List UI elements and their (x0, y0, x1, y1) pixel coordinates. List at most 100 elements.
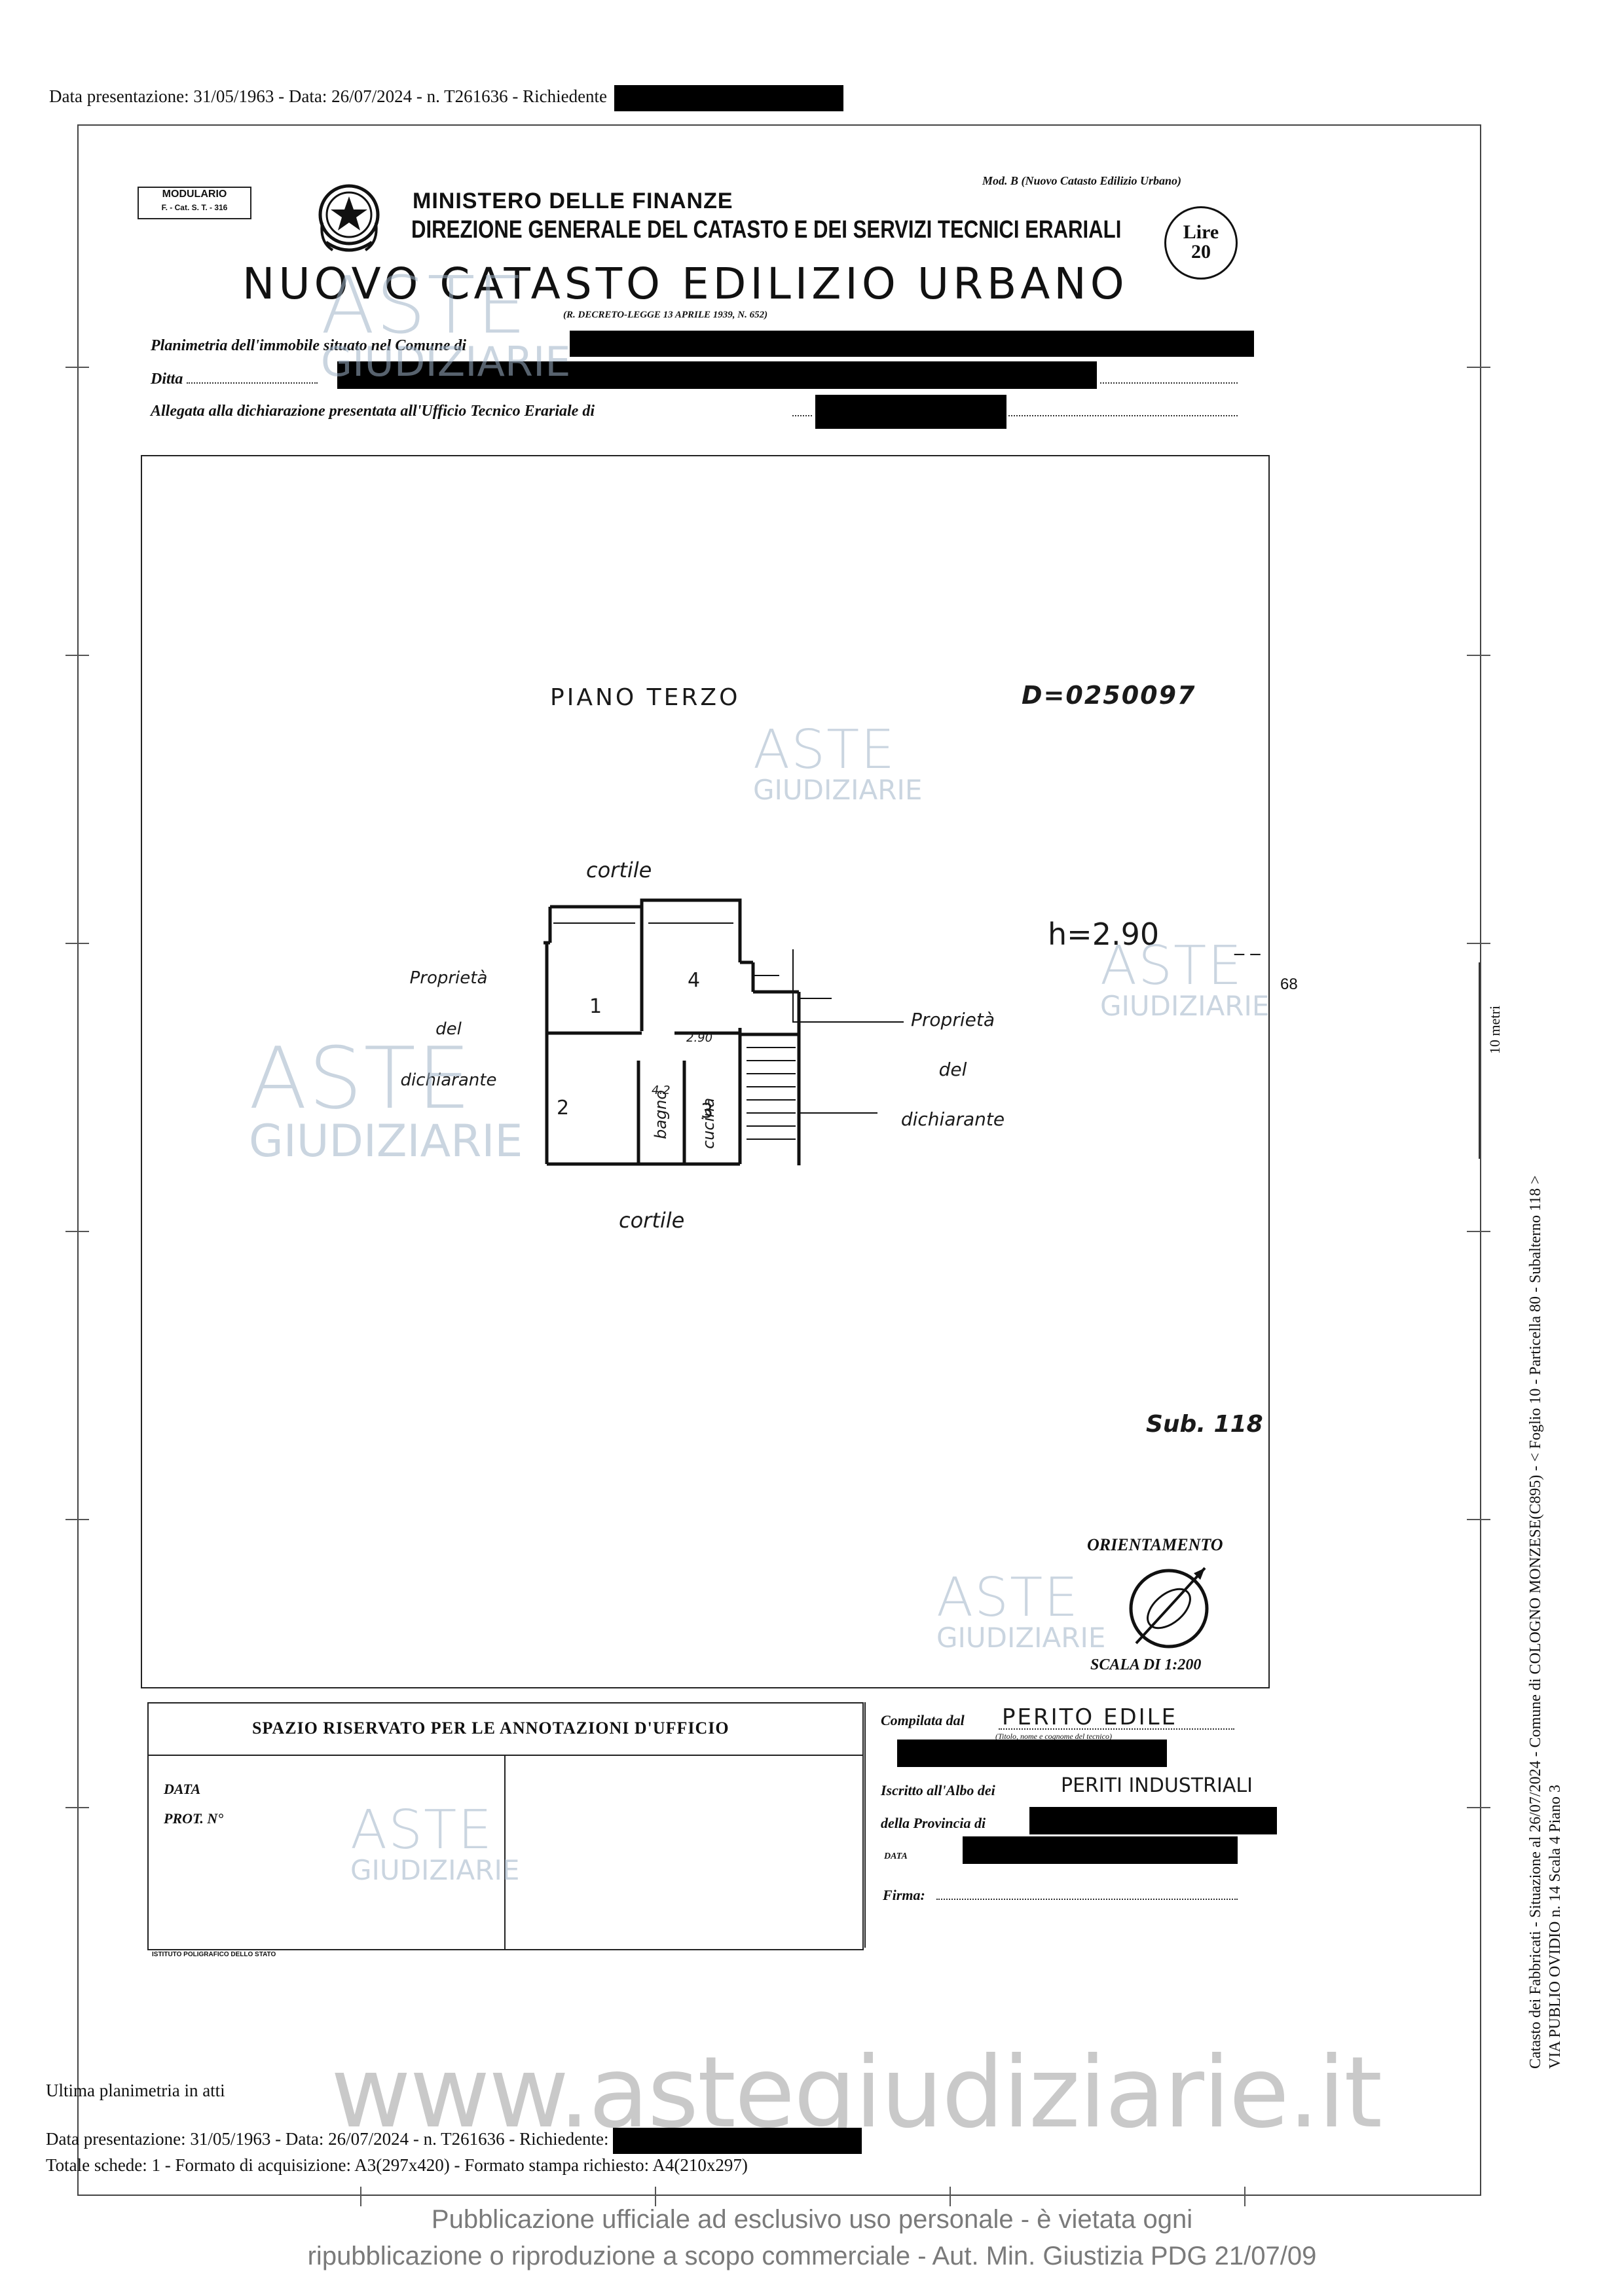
ceiling-height: h=2.90 (1048, 917, 1160, 952)
left-neighbour-line1: Proprietà (409, 968, 488, 988)
watermark-aste: ASTE GIUDIZIARIE (350, 1799, 520, 1887)
frame-tick (360, 2187, 361, 2206)
stamp-text: Lire 20 (1183, 221, 1219, 263)
courtyard-bottom-label: cortile (619, 1208, 685, 1233)
modulario-label: MODULARIO (162, 189, 227, 200)
province-label: della Provincia di (881, 1815, 986, 1831)
dotted-line (792, 415, 812, 416)
mod-b-label: Mod. B (Nuovo Catasto Edilizio Urbano) (982, 174, 1182, 187)
watermark-aste: ASTE GIUDIZIARIE (936, 1567, 1106, 1654)
floor-label: PIANO TERZO (550, 684, 741, 711)
right-neighbour-line3: dichiarante (900, 1108, 1005, 1130)
form-outer-frame (77, 124, 1481, 2196)
frame-tick (1467, 367, 1490, 368)
annotations-data-label: DATA (164, 1781, 201, 1797)
top-info-line: Data presentazione: 31/05/1963 - Data: 2… (49, 85, 843, 111)
annotations-header: SPAZIO RISERVATO PER LE ANNOTAZIONI D'UF… (252, 1719, 729, 1738)
modulario-code: F. - Cat. S. T. - 316 (161, 203, 228, 212)
frame-tick (65, 367, 89, 368)
scale-label: SCALA DI 1:200 (1090, 1656, 1202, 1673)
subalterno-label: Sub. 118 (1146, 1411, 1263, 1438)
watermark-giudiziarie-text: GIUDIZIARIE (936, 1622, 1106, 1654)
plan-code: D=0250097 (1022, 681, 1196, 710)
side-metadata: Catasto dei Fabbricati - Situazione al 2… (1526, 1175, 1565, 2069)
right-neighbour-line2: del (938, 1059, 967, 1080)
boundary-line (792, 1021, 904, 1023)
side-metadata-line1: Catasto dei Fabbricati - Situazione al 2… (1527, 1175, 1544, 2069)
watermark-aste: ASTE GIUDIZIARIE (249, 1029, 523, 1167)
redacted-comune (570, 331, 1254, 357)
kitchen-label: cucina (699, 1097, 718, 1149)
reference-number: 68 (1280, 975, 1298, 993)
dotted-line (1100, 382, 1238, 384)
room-2-label: 2 (557, 1097, 570, 1120)
watermark-giudiziarie-text: GIUDIZIARIE (350, 1854, 520, 1886)
frame-tick (950, 2187, 951, 2206)
frame-tick (65, 1807, 89, 1808)
ministry-title: MINISTERO DELLE FINANZE (413, 189, 733, 213)
compiled-by-label: Compilata dal (881, 1712, 965, 1728)
right-neighbour-line1: Proprietà (911, 1009, 995, 1030)
north-arrow-icon (1123, 1561, 1215, 1653)
frame-tick (1467, 943, 1490, 944)
redacted-ufficio (815, 395, 1006, 429)
watermark-giudiziarie-text: GIUDIZIARIE (753, 774, 923, 806)
watermark-aste-text: ASTE (936, 1567, 1080, 1629)
watermark-aste: ASTE GIUDIZIARIE (1100, 935, 1269, 1023)
courtyard-top-label: cortile (586, 858, 652, 883)
height-dashes: _ _ (1234, 933, 1261, 956)
redacted-technician (897, 1740, 1167, 1767)
floor-plan-drawing (537, 897, 877, 1172)
side-metadata-line2: VIA PUBLIO OVIDIO n. 14 Scala 4 Piano 3 (1547, 1785, 1564, 2069)
field-allegata-label: Allegata alla dichiarazione presentata a… (151, 403, 595, 420)
compiled-by-value: PERITO EDILE (1002, 1704, 1178, 1730)
left-neighbour-label: Proprietà del dichiarante (383, 953, 514, 1106)
watermark-aste: ASTE GIUDIZIARIE (321, 261, 571, 386)
frame-tick (1467, 1231, 1490, 1232)
compiled-by-sub: (Titolo, nome e cognome del tecnico) (995, 1732, 1112, 1741)
divider (504, 1755, 506, 1949)
watermark-aste-text: ASTE (753, 719, 896, 781)
field-comune-label: Planimetria dell'immobile situato nel Co… (151, 337, 467, 354)
stamp-lire-20: Lire 20 (1164, 206, 1238, 280)
watermark-giudiziarie-text: GIUDIZIARIE (249, 1116, 523, 1167)
footer-ultima: Ultima planimetria in atti (46, 2081, 225, 2100)
top-info-text: Data presentazione: 31/05/1963 - Data: 2… (49, 86, 608, 107)
frame-tick (65, 943, 89, 944)
frame-tick (65, 1519, 89, 1520)
watermark-aste-text: ASTE (249, 1029, 472, 1128)
modulario-box: MODULARIO F. - Cat. S. T. - 316 (138, 187, 251, 219)
compiler-date-label: DATA (884, 1851, 908, 1861)
watermark-aste-text: ASTE (350, 1799, 494, 1861)
annotations-prot-label: PROT. N° (164, 1810, 224, 1827)
redacted-province (1029, 1807, 1277, 1834)
decree-ref: (R. DECRETO-LEGGE 13 APRILE 1939, N. 652… (563, 310, 768, 320)
signature-label: Firma: (883, 1887, 925, 1903)
publication-notice-line1: Pubblicazione ufficiale ad esclusivo uso… (431, 2205, 1193, 2234)
signature-line (936, 1899, 1238, 1900)
frame-tick (65, 655, 89, 656)
frame-tick (1467, 655, 1490, 656)
field-ditta-row: Ditta (151, 371, 318, 388)
footer-info-line: Data presentazione: 31/05/1963 - Data: 2… (46, 2128, 862, 2154)
scale-bar (1479, 962, 1480, 1159)
watermark-aste: ASTE GIUDIZIARIE (753, 719, 923, 807)
dotted-line (999, 1728, 1234, 1730)
field-comune-row: Planimetria dell'immobile situato nel Co… (151, 337, 466, 355)
watermark-aste-text: ASTE (1100, 935, 1244, 997)
room-3-label: 3 (701, 1100, 714, 1123)
left-neighbour-line2: del (435, 1019, 462, 1039)
frame-tick (1467, 1807, 1490, 1808)
footer-format-line: Totale schede: 1 - Formato di acquisizio… (46, 2155, 748, 2175)
bathroom-label: bagno (652, 1089, 670, 1139)
form-main-title: NUOVO CATASTO EDILIZIO URBANO (242, 259, 1128, 309)
right-neighbour-label: Proprietà del dichiarante (877, 995, 1028, 1144)
publication-notice-line2: ripubblicazione o riproduzione a scopo c… (307, 2242, 1317, 2270)
watermark-aste-text: ASTE (321, 261, 528, 352)
frame-tick (1244, 2187, 1246, 2206)
publication-notice: Pubblicazione ufficiale ad esclusivo uso… (0, 2201, 1624, 2274)
small-dim-label-2: 4.2 (652, 1084, 671, 1097)
watermark-giudiziarie-text: GIUDIZIARIE (321, 338, 571, 386)
register-label: Iscritto all'Albo dei (881, 1782, 995, 1798)
boundary-line (792, 949, 794, 1021)
